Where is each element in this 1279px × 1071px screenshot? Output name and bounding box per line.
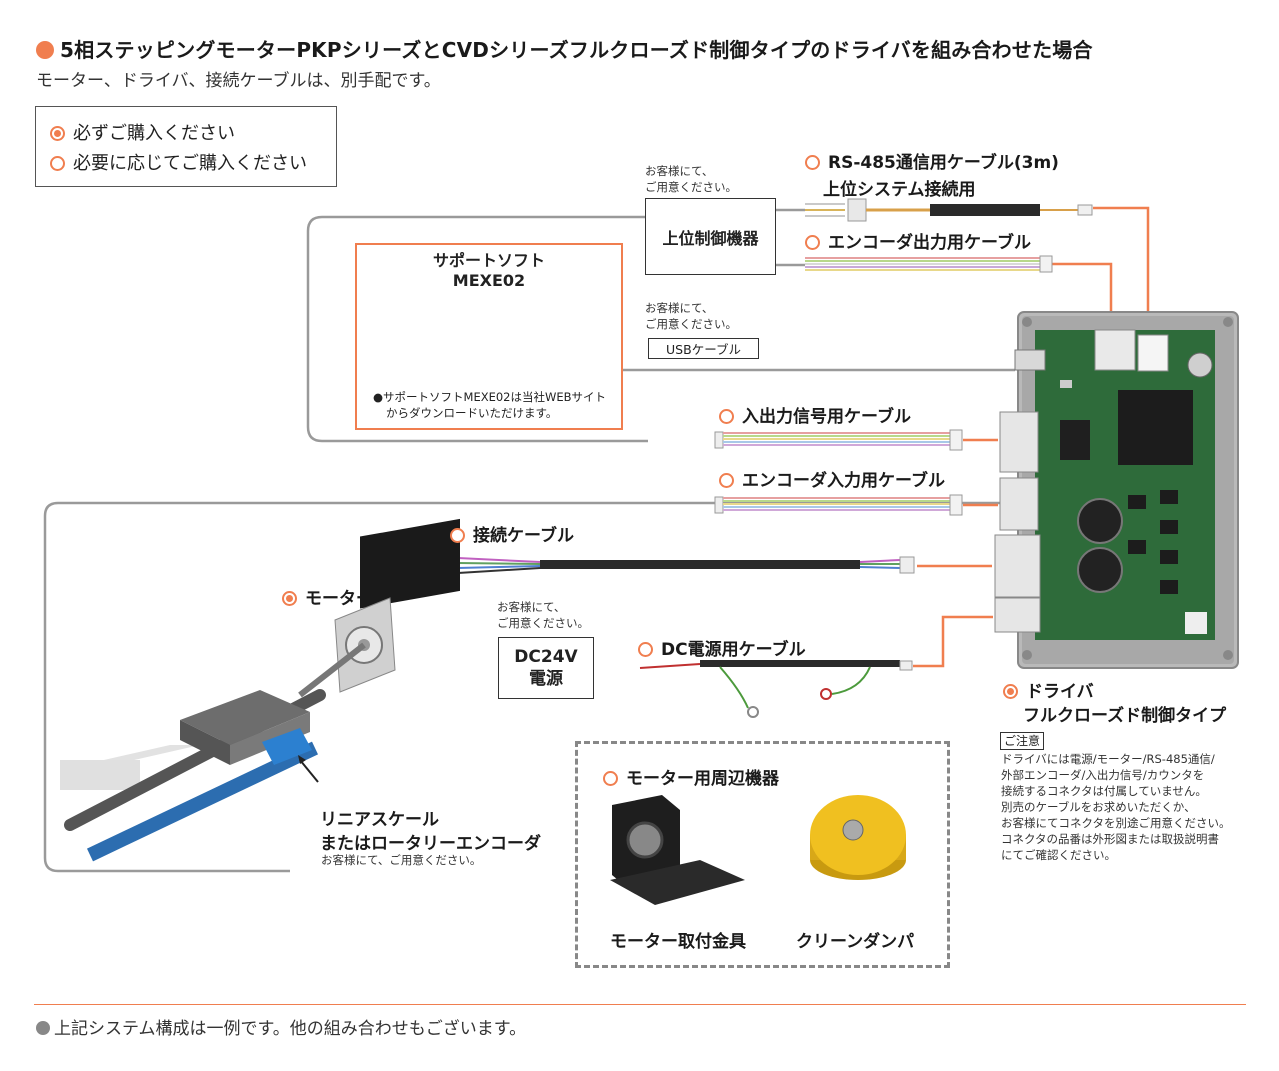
dc-cable-label: DC電源用ケーブル xyxy=(638,635,806,660)
caution-line: にてご確認ください。 xyxy=(1001,848,1116,862)
rs485-lead xyxy=(1093,206,1150,335)
scale-loop-line xyxy=(43,501,1000,873)
rs485-cable-graphic xyxy=(805,198,1093,222)
dc24v-power-box: DC24V 電源 xyxy=(498,637,594,699)
encoder-out-cable-graphic xyxy=(805,255,1053,273)
encoder-in-cable-graphic xyxy=(714,494,963,516)
usb-cable-box: USBケーブル xyxy=(648,338,759,359)
footer-text: 上記システム構成は一例です。他の組み合わせもございます。 xyxy=(54,1019,527,1039)
rs485-cable-label: RS-485通信用ケーブル(3m) 上位システム接続用 xyxy=(805,148,1059,200)
peripherals-title: モーター用周辺機器 xyxy=(603,764,779,789)
motor-label: モーター xyxy=(282,584,373,609)
encoder-in-label-text: エンコーダ入力用ケーブル xyxy=(742,471,945,491)
rs485-label-line1: RS-485通信用ケーブル(3m) xyxy=(828,153,1059,173)
optional-circle-icon xyxy=(719,409,734,424)
legend-required: 必ずご購入ください xyxy=(50,119,235,145)
driver-label-line1: ドライバ xyxy=(1026,682,1094,702)
page-title-text: 5相ステッピングモーターPKPシリーズとCVDシリーズフルクローズド制御タイプの… xyxy=(60,38,1093,62)
motor-connection-cable-graphic xyxy=(444,554,915,576)
optional-circle-icon xyxy=(50,156,65,171)
usb-note-line1: お客様にて、 xyxy=(645,301,714,315)
host-note-line1: お客様にて、 xyxy=(645,164,714,178)
software-note-line2: からダウンロードいただけます。 xyxy=(386,406,558,420)
caution-line: お客様にてコネクタを別途ご用意ください。 xyxy=(1001,816,1231,830)
scale-label-line2: またはロータリーエンコーダ xyxy=(320,834,541,854)
motor-label-text: モーター xyxy=(305,589,373,609)
footer-divider xyxy=(34,1004,1246,1005)
io-cable-label: 入出力信号用ケーブル xyxy=(719,402,911,427)
motor-bracket-image xyxy=(610,795,745,905)
optional-circle-icon xyxy=(805,155,820,170)
caution-line: ドライバには電源/モーター/RS-485通信/ xyxy=(1001,752,1215,766)
encoder-out-cable-label: エンコーダ出力用ケーブル xyxy=(805,228,1031,253)
scale-label-line1: リニアスケール xyxy=(320,810,439,830)
damper-label: クリーンダンパ xyxy=(796,932,915,952)
legend-box: 必ずご購入ください 必要に応じてご購入ください xyxy=(35,106,337,187)
software-name: MEXE02 xyxy=(452,271,526,290)
connection-lines xyxy=(43,208,1015,873)
stepping-motor-image xyxy=(298,518,460,698)
host-note-line2: ご用意ください。 xyxy=(645,180,737,194)
caution-tag: ご注意 xyxy=(1000,732,1045,750)
title-bullet-icon xyxy=(36,41,54,59)
optional-circle-icon xyxy=(450,528,465,543)
optional-circle-icon xyxy=(719,473,734,488)
driver-label: ドライバ フルクローズド制御タイプ xyxy=(1003,680,1226,728)
power-note: お客様にて、 ご用意ください。 xyxy=(497,599,589,631)
software-title-line1: サポートソフト xyxy=(432,251,545,270)
host-loop-line xyxy=(306,215,648,443)
peripherals-box xyxy=(575,741,950,968)
dc-lead xyxy=(913,615,993,668)
clean-damper-image xyxy=(810,795,906,880)
host-note: お客様にて、 ご用意ください。 xyxy=(645,163,737,195)
io-label-text: 入出力信号用ケーブル xyxy=(742,407,911,427)
legend-required-text: 必ずご購入ください xyxy=(73,123,235,144)
power-note-line2: ご用意ください。 xyxy=(497,616,589,630)
footer-note: 上記システム構成は一例です。他の組み合わせもございます。 xyxy=(36,1014,526,1039)
io-cable-graphic xyxy=(714,429,963,451)
power-line2: 電源 xyxy=(529,669,563,689)
usb-note: お客様にて、 ご用意ください。 xyxy=(645,300,737,332)
encoder-out-label-text: エンコーダ出力用ケーブル xyxy=(828,233,1031,253)
scale-note: お客様にて、ご用意ください。 xyxy=(321,853,482,867)
connection-label-text: 接続ケーブル xyxy=(473,526,574,546)
optional-circle-icon xyxy=(805,235,820,250)
scale-label: リニアスケール またはロータリーエンコーダ xyxy=(320,808,541,856)
software-note: ●サポートソフトMEXE02は当社WEBサイト からダウンロードいただけます。 xyxy=(373,389,606,421)
page-subtitle: モーター、ドライバ、接続ケーブルは、別手配です。 xyxy=(36,71,441,91)
legend-optional-text: 必要に応じてご購入ください xyxy=(73,153,307,174)
driver-board-image xyxy=(994,311,1239,669)
bracket-label: モーター取付金具 xyxy=(610,932,746,952)
caution-line: 別売のケーブルをお求めいただくか、 xyxy=(1001,800,1196,814)
caution-line: 外部エンコーダ/入出力信号/カウンタを xyxy=(1001,768,1205,782)
peripherals-title-text: モーター用周辺機器 xyxy=(626,769,779,789)
legend-optional: 必要に応じてご購入ください xyxy=(50,149,307,175)
host-controller-box: 上位制御機器 xyxy=(645,198,776,275)
driver-label-line2: フルクローズド制御タイプ xyxy=(1023,706,1227,726)
rs485-label-line2: 上位システム接続用 xyxy=(823,180,976,200)
dc-label-text: DC電源用ケーブル xyxy=(661,640,806,660)
power-line1: DC24V xyxy=(514,647,578,667)
caution-line: 接続するコネクタは付属していません。 xyxy=(1001,784,1207,798)
connection-cable-label: 接続ケーブル xyxy=(450,521,574,546)
software-title: サポートソフト MEXE02 xyxy=(357,251,621,291)
optional-circle-icon xyxy=(638,642,653,657)
software-note-line1: ●サポートソフトMEXE02は当社WEBサイト xyxy=(373,390,607,404)
power-note-line1: お客様にて、 xyxy=(497,600,566,614)
encoder-in-cable-label: エンコーダ入力用ケーブル xyxy=(719,466,945,491)
usb-note-line2: ご用意ください。 xyxy=(645,317,737,331)
caution-line: コネクタの品番は外形図または取扱説明書 xyxy=(1001,832,1220,846)
page-title: 5相ステッピングモーターPKPシリーズとCVDシリーズフルクローズド制御タイプの… xyxy=(36,34,1093,63)
caution-text: ドライバには電源/モーター/RS-485通信/ 外部エンコーダ/入出力信号/カウ… xyxy=(1001,751,1231,863)
dc-cable-graphic xyxy=(639,660,913,718)
linear-stage-image xyxy=(60,689,326,862)
required-circle-icon xyxy=(50,126,65,141)
required-circle-icon xyxy=(282,591,297,606)
footer-bullet-icon xyxy=(36,1021,50,1035)
required-circle-icon xyxy=(1003,684,1018,699)
support-software-box: サポートソフト MEXE02 ●サポートソフトMEXE02は当社WEBサイト か… xyxy=(355,243,623,430)
optional-circle-icon xyxy=(603,771,618,786)
